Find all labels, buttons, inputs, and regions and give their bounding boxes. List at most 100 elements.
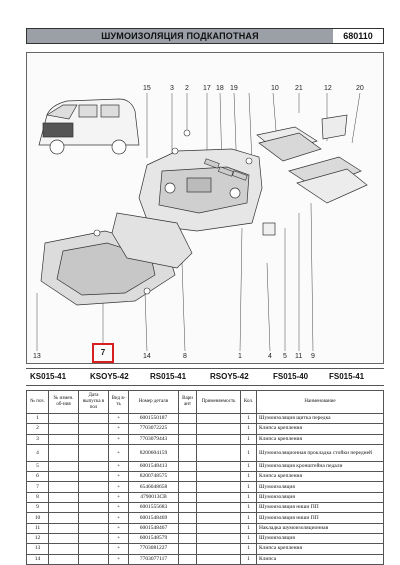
part-number: 6001548467: [128, 522, 179, 534]
release-date: [78, 491, 109, 504]
release-date: [78, 502, 109, 514]
part-number: 6001555683: [128, 502, 179, 514]
column-header: Применяемость: [196, 390, 241, 414]
catalog-sheet: ШУМОИЗОЛЯЦИЯ ПОДКАПОТНАЯ 680110: [26, 28, 384, 565]
title-bar: ШУМОИЗОЛЯЦИЯ ПОДКАПОТНАЯ 680110: [26, 28, 384, 44]
part-number: 6001550187: [128, 412, 179, 425]
column-header: Номер детали: [128, 390, 179, 414]
position-number: 6: [26, 471, 49, 483]
quantity: 1: [240, 460, 257, 473]
variant: [178, 512, 197, 524]
change-number: [48, 532, 79, 545]
part-name: Шумоизоляция ниши ПП: [256, 502, 384, 514]
page-title: ШУМОИЗОЛЯЦИЯ ПОДКАПОТНАЯ: [27, 29, 334, 43]
release-date: [78, 532, 109, 545]
column-header: Вид в-ть: [108, 390, 129, 414]
part-name: Клипса крепления: [256, 543, 384, 555]
part-name: Шумоизоляция: [256, 532, 384, 545]
change-number: [48, 502, 79, 514]
applicability-mark: +: [108, 481, 129, 493]
change-number: [48, 443, 79, 462]
release-date: [78, 433, 109, 445]
release-date: [78, 543, 109, 555]
side-pads: [256, 114, 368, 236]
release-date: [78, 460, 109, 473]
quantity: 1: [240, 522, 257, 534]
callout-9: 9: [311, 353, 315, 360]
change-number: [48, 460, 79, 473]
part-number: 7703081227: [128, 543, 179, 555]
part-number: 6001548469: [128, 512, 179, 524]
callout-2: 2: [185, 85, 189, 92]
callout-20: 20: [356, 85, 364, 92]
quantity: 1: [240, 423, 257, 435]
callout-14: 14: [143, 353, 151, 360]
callout-3: 3: [170, 85, 174, 92]
position-number: 3: [26, 433, 49, 445]
version-code: FS015-40: [273, 372, 309, 381]
variant: [178, 443, 197, 462]
change-number: [48, 491, 79, 504]
callout-11: 11: [295, 353, 303, 360]
applicability: [196, 532, 241, 545]
callout-13: 13: [33, 353, 41, 360]
callout-5: 5: [283, 353, 287, 360]
release-date: [78, 443, 109, 462]
variant: [178, 481, 197, 493]
release-date: [78, 481, 109, 493]
column-header: Кол.: [240, 390, 257, 414]
applicability-mark: +: [108, 553, 129, 565]
applicability: [196, 433, 241, 445]
part-name: Клипса крепления: [256, 423, 384, 435]
callout-1: 1: [238, 353, 242, 360]
part-name: Накладка шумоизоляционная: [256, 522, 384, 534]
applicability-mark: +: [108, 543, 129, 555]
quantity: 1: [240, 412, 257, 425]
part-number: 7703072225: [128, 423, 179, 435]
table-header-row: № поз. № измен. об-ния Дата выпуска в по…: [26, 390, 384, 414]
applicability-mark: +: [108, 522, 129, 534]
callout-12: 12: [324, 85, 332, 92]
highlighted-callout[interactable]: 7: [92, 343, 114, 363]
change-number: [48, 433, 79, 445]
applicability: [196, 423, 241, 435]
applicability-mark: +: [108, 443, 129, 462]
applicability-mark: +: [108, 433, 129, 445]
applicability: [196, 502, 241, 514]
part-name: Шумоизоляция: [256, 491, 384, 504]
position-number: 13: [26, 543, 49, 555]
quantity: 1: [240, 553, 257, 565]
applicability: [196, 481, 241, 493]
quantity: 1: [240, 481, 257, 493]
applicability: [196, 443, 241, 462]
quantity: 1: [240, 512, 257, 524]
applicability-mark: +: [108, 460, 129, 473]
variant: [178, 553, 197, 565]
part-number: 7703079443: [128, 433, 179, 445]
callout-17: 17: [203, 85, 211, 92]
column-header: Дата выпуска в пол: [78, 390, 109, 414]
variant: [178, 502, 197, 514]
version-code: KSOY5-42: [90, 372, 129, 381]
quantity: 1: [240, 471, 257, 483]
release-date: [78, 412, 109, 425]
variant: [178, 532, 197, 545]
applicability: [196, 460, 241, 473]
part-name: Шумоизоляция: [256, 481, 384, 493]
part-number: 7703077117: [128, 553, 179, 565]
position-number: 12: [26, 532, 49, 545]
